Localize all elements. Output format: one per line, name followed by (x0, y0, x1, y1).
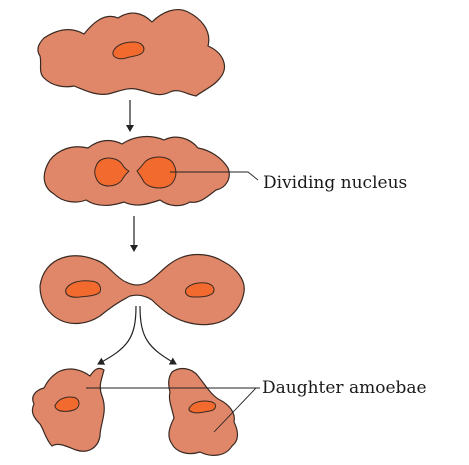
daughter-amoebae-leader-line-right (213, 387, 257, 433)
right-half-nucleus (185, 282, 215, 298)
arrow-to-right-daughter (139, 305, 177, 365)
stage-3-constricting-amoeba (39, 253, 245, 326)
nucleus-half-right (136, 156, 177, 189)
parent-nucleus (112, 41, 145, 60)
constricting-amoeba-cytoplasm (39, 253, 245, 326)
left-daughter-nucleus (54, 396, 80, 412)
dividing-nucleus-leader-line (170, 171, 259, 181)
arrow-to-left-daughter (97, 305, 137, 365)
dividing-nucleus-label: Dividing nucleus (263, 173, 407, 193)
stage-4-daughter-amoebae (31, 367, 260, 456)
stage-1-parent-amoeba (37, 9, 225, 97)
daughter-amoebae-label: Daughter amoebae (262, 378, 427, 398)
left-half-nucleus (65, 280, 101, 298)
nucleus-half-left (94, 157, 130, 187)
stage-2-dividing-amoeba (43, 135, 259, 207)
right-daughter-nucleus (188, 400, 217, 414)
